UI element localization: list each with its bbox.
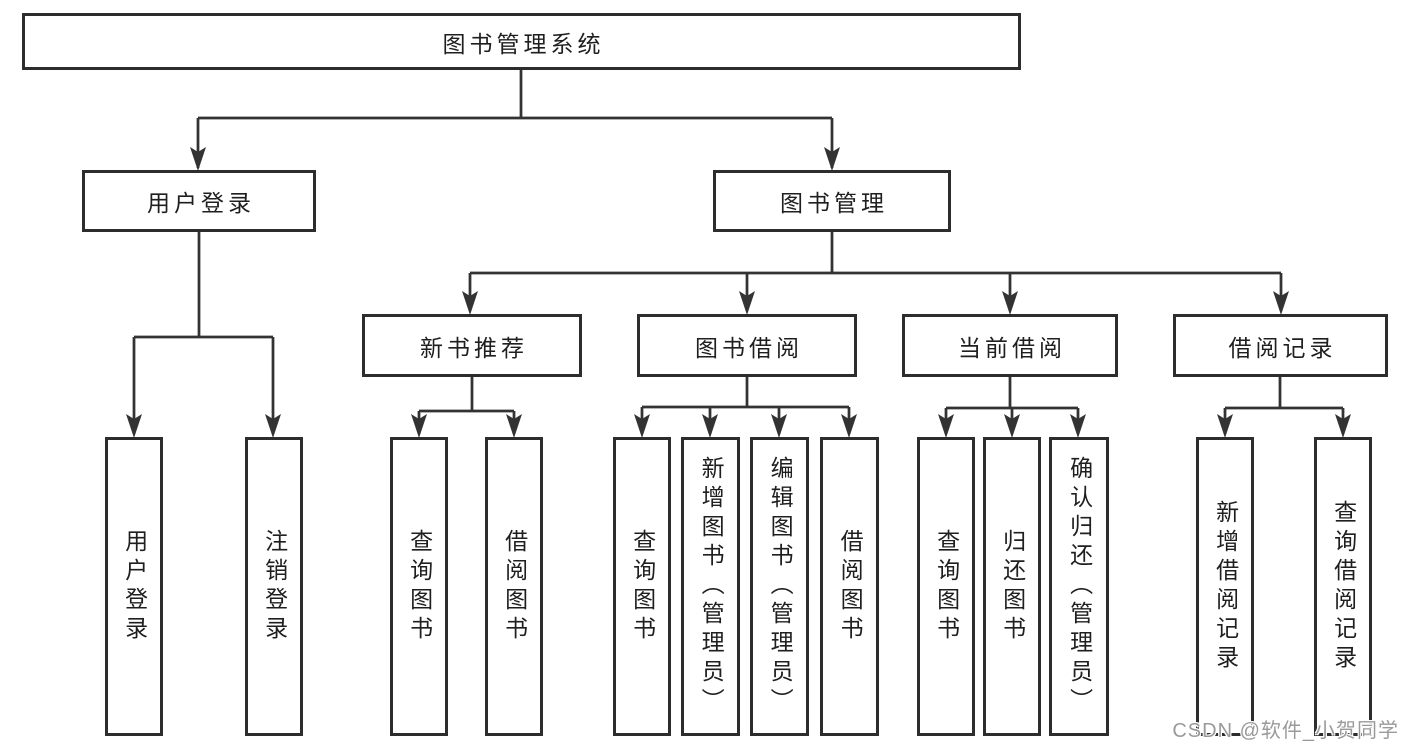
leaf-query-books-recommend: 查询图书 [390, 437, 448, 736]
leaf-query-books-borrow: 查询图书 [613, 437, 671, 736]
leaf-edit-books-admin: 编辑图书（管理员） [750, 437, 809, 736]
arrow-down-icon [771, 414, 787, 438]
node-label: 归还图书 [999, 528, 1026, 645]
arrow-down-icon [739, 291, 755, 315]
connector-borrow-branch [640, 377, 851, 434]
node-new-book-recommendation: 新书推荐 [362, 314, 582, 377]
leaf-logout: 注销登录 [245, 437, 303, 736]
arrow-down-icon [938, 414, 954, 438]
node-current-borrowing: 当前借阅 [902, 314, 1118, 377]
arrow-down-icon [702, 414, 718, 438]
csdn-watermark: CSDN @软件_小贺同学 [1172, 720, 1399, 742]
arrow-down-icon [1004, 414, 1020, 438]
arrowheads [126, 147, 1351, 438]
node-label: 查询图书 [933, 528, 960, 645]
arrow-down-icon [190, 147, 206, 171]
node-label: 新书推荐 [420, 334, 528, 361]
connector-user-login-branch [132, 232, 275, 434]
node-label: 查询借阅记录 [1330, 499, 1357, 674]
arrow-down-icon [411, 414, 427, 438]
arrow-down-icon [841, 414, 857, 438]
arrow-down-icon [506, 414, 522, 438]
node-label: 新增借阅记录 [1212, 499, 1239, 674]
leaf-query-books-current: 查询图书 [917, 437, 975, 736]
node-label: 借阅图书 [837, 528, 864, 645]
node-label: 图书管理 [780, 190, 888, 216]
leaf-query-borrow-record: 查询借阅记录 [1314, 437, 1372, 736]
node-borrowing-records: 借阅记录 [1173, 314, 1388, 377]
node-label: 注销登录 [261, 528, 288, 645]
arrow-down-icon [265, 414, 281, 438]
leaf-add-books-admin: 新增图书（管理员） [681, 437, 740, 736]
leaf-user-login: 用户登录 [105, 437, 163, 736]
node-label: 图书借阅 [695, 334, 803, 361]
node-label: 当前借阅 [958, 334, 1066, 361]
connector-book-management-branch [468, 232, 1283, 311]
leaf-borrow-books: 借阅图书 [820, 437, 879, 736]
node-label: 编辑图书（管理员） [767, 456, 794, 717]
leaf-confirm-return-admin: 确认归还（管理员） [1049, 437, 1109, 736]
node-label: 新增图书（管理员） [698, 456, 725, 717]
node-label: 图书管理系统 [442, 30, 605, 57]
connector-records-branch [1223, 377, 1345, 434]
arrow-down-icon [462, 291, 478, 315]
arrow-down-icon [1217, 414, 1233, 438]
arrow-down-icon [1070, 414, 1086, 438]
connector-recommend-branch [417, 377, 516, 434]
node-label: 查询图书 [629, 528, 656, 645]
node-book-borrowing: 图书借阅 [637, 314, 857, 377]
node-label: 用户登录 [147, 190, 255, 216]
node-label: 借阅图书 [501, 528, 528, 645]
node-label: 借阅记录 [1228, 334, 1337, 361]
node-label: 查询图书 [406, 528, 433, 645]
arrow-down-icon [824, 147, 840, 171]
connector-root [196, 70, 834, 168]
arrow-down-icon [126, 414, 142, 438]
leaf-add-borrow-record: 新增借阅记录 [1196, 437, 1254, 736]
node-user-login: 用户登录 [82, 170, 316, 232]
leaf-return-books: 归还图书 [983, 437, 1041, 736]
arrow-down-icon [1273, 291, 1289, 315]
node-book-management: 图书管理 [713, 170, 951, 232]
node-label: 用户登录 [121, 528, 148, 645]
node-library-system: 图书管理系统 [22, 13, 1021, 70]
arrow-down-icon [634, 414, 650, 438]
arrow-down-icon [1002, 291, 1018, 315]
leaf-borrow-books-recommend: 借阅图书 [485, 437, 543, 736]
arrow-down-icon [1335, 414, 1351, 438]
node-label: 确认归还（管理员） [1066, 456, 1093, 717]
